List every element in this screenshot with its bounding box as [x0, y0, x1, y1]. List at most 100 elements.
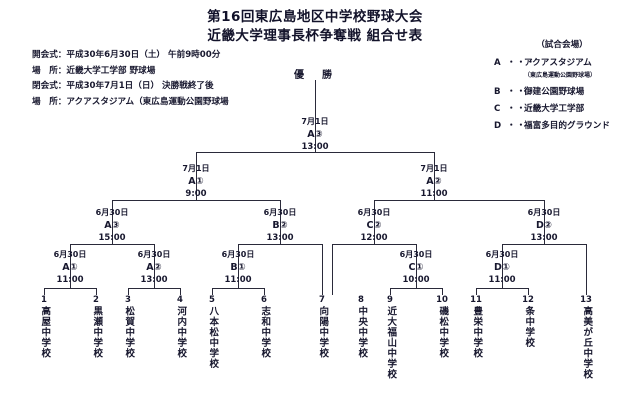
- match-round1-3: 6月30日 B① 11:00: [203, 249, 273, 287]
- venue-key-d: D: [494, 121, 502, 131]
- r1-4-stem: [416, 244, 417, 288]
- team-number-8: 8: [358, 295, 364, 305]
- team-name-12: 条中学校: [523, 306, 535, 348]
- team-number-9: 9: [387, 295, 393, 305]
- match-semifinal-2-court: A②: [426, 175, 442, 187]
- match-quarterfinal-3: 6月30日 C② 12:00: [339, 207, 409, 245]
- venue-item-b: B ・・・ 御建公園野球場: [494, 86, 630, 99]
- team1-stem: [44, 288, 45, 295]
- team-name-8: 中央中学校: [356, 306, 368, 359]
- semifinal-right-connector: [374, 200, 544, 201]
- qf2-connector: [238, 244, 322, 245]
- match-quarterfinal-2-court: B②: [272, 219, 288, 231]
- match-semifinal-1-time: 9:00: [185, 189, 207, 199]
- venue-item-d: D ・・・ 福富多目的グラウンド: [494, 120, 630, 133]
- match-round1-2-court: A②: [146, 261, 162, 273]
- team7-stem: [322, 288, 323, 295]
- team-number-2: 2: [93, 295, 99, 305]
- info-line-opening-ceremony: 開会式：平成30年6月30日（土） 午前9時00分: [32, 50, 221, 60]
- match-final-date: 7月1日: [301, 117, 329, 126]
- match-quarterfinal-4-date: 6月30日: [527, 208, 561, 217]
- match-final-court: A③: [307, 128, 323, 140]
- team2-stem: [96, 288, 97, 295]
- qf4-stem: [544, 200, 545, 244]
- team-number-3: 3: [125, 295, 131, 305]
- venue-name-a-text: アクアスタジアム: [524, 58, 592, 68]
- team-entry-12: 12 条中学校: [515, 295, 541, 352]
- final-connector: [196, 152, 434, 153]
- match-semifinal-1-court: A①: [188, 175, 204, 187]
- venue-key-c: C: [494, 104, 501, 114]
- info-line-closing-ceremony: 閉会式：平成30年7月1日（日） 決勝戦終了後: [32, 81, 214, 91]
- team-number-1: 1: [41, 295, 47, 305]
- match-round1-4-court: C①: [408, 261, 424, 273]
- r1-1-connector: [44, 288, 96, 289]
- team-number-6: 6: [261, 295, 267, 305]
- r1-5-connector: [476, 288, 528, 289]
- match-quarterfinal-3-court: C②: [366, 219, 382, 231]
- match-quarterfinal-1-date: 6月30日: [95, 208, 129, 217]
- team-entry-13: 13 高美が丘中学校: [573, 295, 599, 384]
- venue-sub-a: （東広島運動公園野球場）: [524, 72, 597, 79]
- r1-2-stem: [154, 244, 155, 288]
- match-quarterfinal-1: 6月30日 A③ 15:00: [77, 207, 147, 245]
- info-line-closing-venue: 場 所：アクアスタジアム（東広島運動公園野球場: [32, 96, 229, 107]
- match-round1-2-date: 6月30日: [137, 250, 171, 259]
- match-quarterfinal-3-date: 6月30日: [357, 208, 391, 217]
- team-entry-6: 6 志和中学校: [251, 295, 277, 363]
- title-line-1: 第16回東広島地区中学校野球大会: [207, 9, 423, 25]
- r1-5-stem: [502, 244, 503, 288]
- semifinal-right-stem: [434, 152, 435, 200]
- match-round1-1-time: 11:00: [56, 275, 84, 285]
- match-quarterfinal-2-date: 6月30日: [263, 208, 297, 217]
- venue-name-a: アクアスタジアム （東広島運動公園野球場）: [524, 57, 630, 80]
- match-round1-1: 6月30日 A① 11:00: [35, 249, 105, 287]
- team-name-6: 志和中学校: [259, 306, 271, 359]
- team-number-11: 11: [470, 295, 482, 305]
- match-quarterfinal-3-time: 12:00: [360, 233, 388, 243]
- match-quarterfinal-4-court: D②: [536, 219, 552, 231]
- venue-legend-header: （試合会場）: [536, 40, 588, 50]
- match-round1-5-court: D①: [494, 261, 510, 273]
- team-number-10: 10: [436, 295, 448, 305]
- team-entry-5: 5 八本松中学校: [199, 295, 225, 373]
- qf1-connector: [70, 244, 154, 245]
- venue-name-b: 御建公園野球場: [524, 87, 585, 97]
- match-quarterfinal-1-time: 15:00: [98, 233, 126, 243]
- match-semifinal-2-time: 11:00: [420, 189, 448, 199]
- team-number-5: 5: [209, 295, 215, 305]
- venue-dots-a: ・・・: [507, 58, 536, 68]
- venue-dots-d: ・・・: [507, 121, 536, 131]
- semifinal-left-connector: [112, 200, 280, 201]
- match-round1-4: 6月30日 C① 10:00: [381, 249, 451, 287]
- venue-name-d: 福富多目的グラウンド: [524, 121, 610, 131]
- qf3-stem: [374, 200, 375, 244]
- venue-key-a: A: [494, 58, 501, 68]
- match-round1-1-date: 6月30日: [53, 250, 87, 259]
- qf2-stem: [280, 200, 281, 244]
- venue-item-a: A ・・・ アクアスタジアム （東広島運動公園野球場）: [494, 57, 630, 80]
- team-name-13: 高美が丘中学校: [581, 306, 593, 380]
- team-entry-1: 1 高屋中学校: [31, 295, 57, 363]
- team-name-10: 磯松中学校: [437, 306, 449, 359]
- team-name-4: 河内中学校: [175, 306, 187, 359]
- team-number-13: 13: [580, 295, 592, 305]
- champion-label: 優 勝: [294, 70, 336, 81]
- match-round1-1-court: A①: [62, 261, 78, 273]
- team-entry-7: 7 向陽中学校: [309, 295, 335, 363]
- team-entry-11: 11 豊栄中学校: [463, 295, 489, 363]
- match-final-time: 13:00: [301, 142, 329, 152]
- info-line-opening-venue: 場 所：近畿大学工学部 野球場: [32, 65, 156, 76]
- team8-stem: [332, 288, 333, 295]
- team-name-7: 向陽中学校: [317, 306, 329, 359]
- match-round1-2-time: 13:00: [140, 275, 168, 285]
- match-round1-5-date: 6月30日: [485, 250, 519, 259]
- team-name-5: 八本松中学校: [207, 306, 219, 369]
- team13-stem: [586, 288, 587, 295]
- team9-stem: [390, 288, 391, 295]
- match-quarterfinal-1-court: A③: [104, 219, 120, 231]
- match-final: 7月1日 A③ 13:00: [280, 116, 350, 154]
- r1-3-stem: [238, 244, 239, 288]
